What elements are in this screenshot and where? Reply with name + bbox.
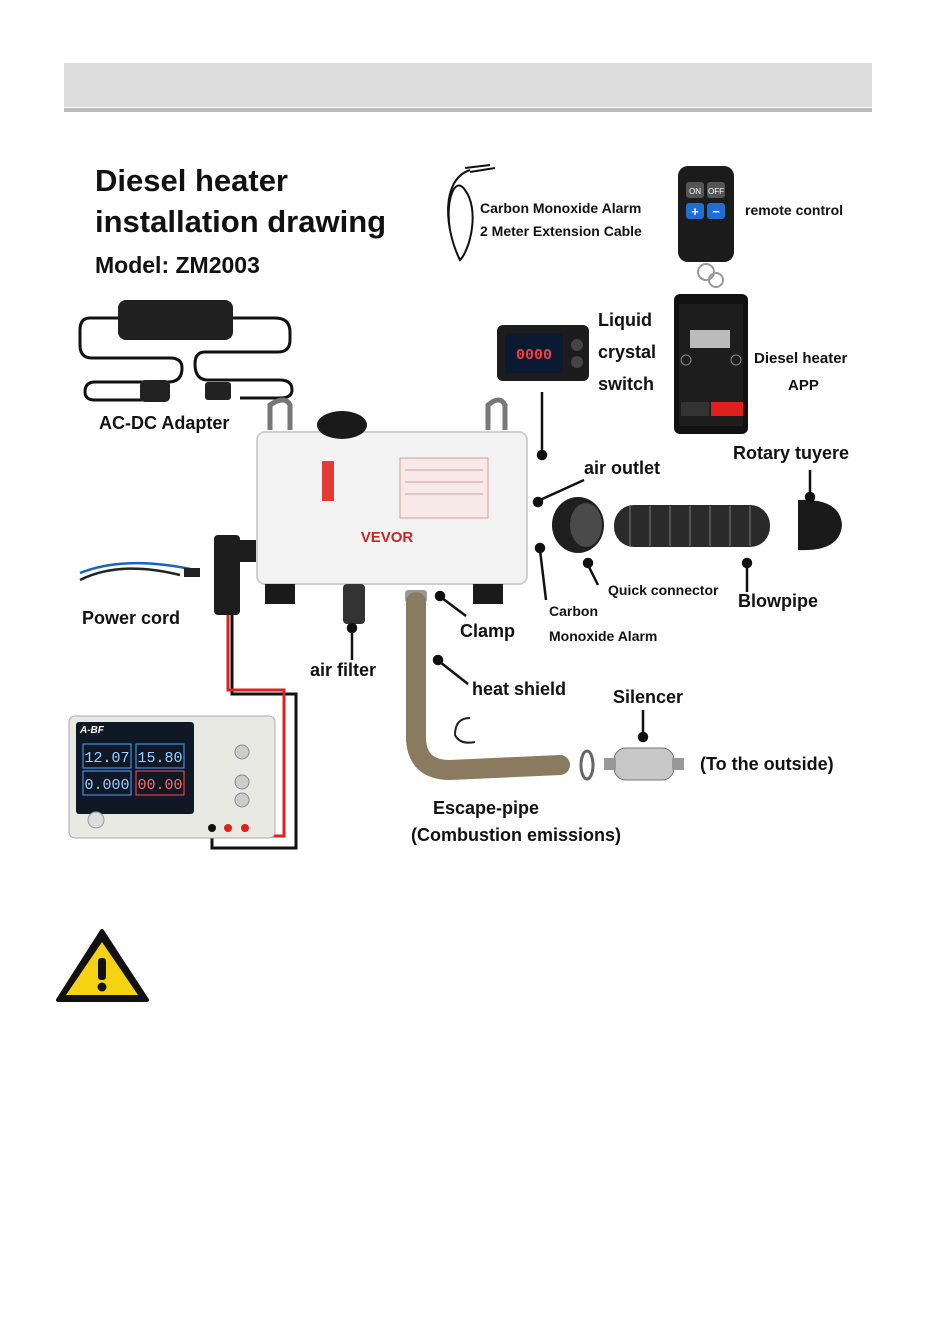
psu-current-1: 0.000 [84,777,129,794]
blowpipe-label: Blowpipe [738,591,818,611]
header-divider [64,108,872,112]
title-line-1: Diesel heater [95,163,288,198]
remote-plus-text: + [691,204,699,219]
escape-pipe-label-2: (Combustion emissions) [411,825,622,845]
extension-cable-label-1: Carbon Monoxide Alarm [480,200,642,216]
to-outside-label: (To the outside) [700,754,834,774]
heater-brand-text: VEVOR [361,529,414,546]
clamp-label: Clamp [460,621,516,641]
power-cord-image [79,561,200,582]
lcd-value-text: 0000 [516,347,552,364]
remote-minus-text: − [712,204,720,219]
model-label: Model: ZM2003 [95,252,260,278]
lcd-label-2: crystal [598,342,657,362]
psu-brand-text: A-BF [79,725,105,736]
title-line-2: installation drawing [95,204,387,239]
silencer-label: Silencer [613,687,684,707]
air-outlet-label: air outlet [584,458,661,478]
power-supply-image: A-BF 12.07 15.80 0.000 00.00 [68,715,276,839]
app-label-1: Diesel heater [754,350,848,367]
ac-dc-adapter-label: AC-DC Adapter [99,413,230,433]
silencer-image [604,747,684,781]
escape-pipe-image [406,592,595,781]
remote-control-image: ON OFF + − [678,166,734,288]
diesel-heater-body: VEVOR [256,397,528,624]
lcd-switch-image: 0000 [497,325,589,381]
air-filter-label: air filter [310,660,377,680]
quick-connector-label: Quick connector [608,582,719,598]
warning-icon [56,929,149,1002]
page-title: Diesel heater installation drawing [95,160,386,242]
co-alarm-label-2: Monoxide Alarm [549,628,658,644]
phone-app-image [674,294,748,434]
header-bar [64,63,872,107]
air-outlet-assembly [552,497,842,553]
remote-on-text: ON [689,187,701,196]
rotary-tuyere-label: Rotary tuyere [733,443,850,463]
escape-pipe-label-1: Escape-pipe [433,798,540,818]
pointer-lines [346,392,816,743]
lcd-label-1: Liquid [598,310,652,330]
app-label-2: APP [788,377,819,394]
remote-control-label: remote control [745,202,844,218]
remote-off-text: OFF [708,187,724,196]
psu-voltage-1: 12.07 [84,750,129,767]
power-cord-label: Power cord [82,608,181,628]
heat-shield-label: heat shield [472,679,567,699]
extension-cable-label-2: 2 Meter Extension Cable [480,223,642,239]
psu-current-2: 00.00 [137,777,182,794]
lcd-label-3: switch [598,374,655,394]
psu-voltage-2: 15.80 [137,750,182,767]
ac-dc-adapter-image [78,300,294,402]
co-alarm-label-1: Carbon [549,603,598,619]
extension-cable-image [447,164,496,262]
installation-diagram: ON OFF + − 0000 [68,164,842,850]
